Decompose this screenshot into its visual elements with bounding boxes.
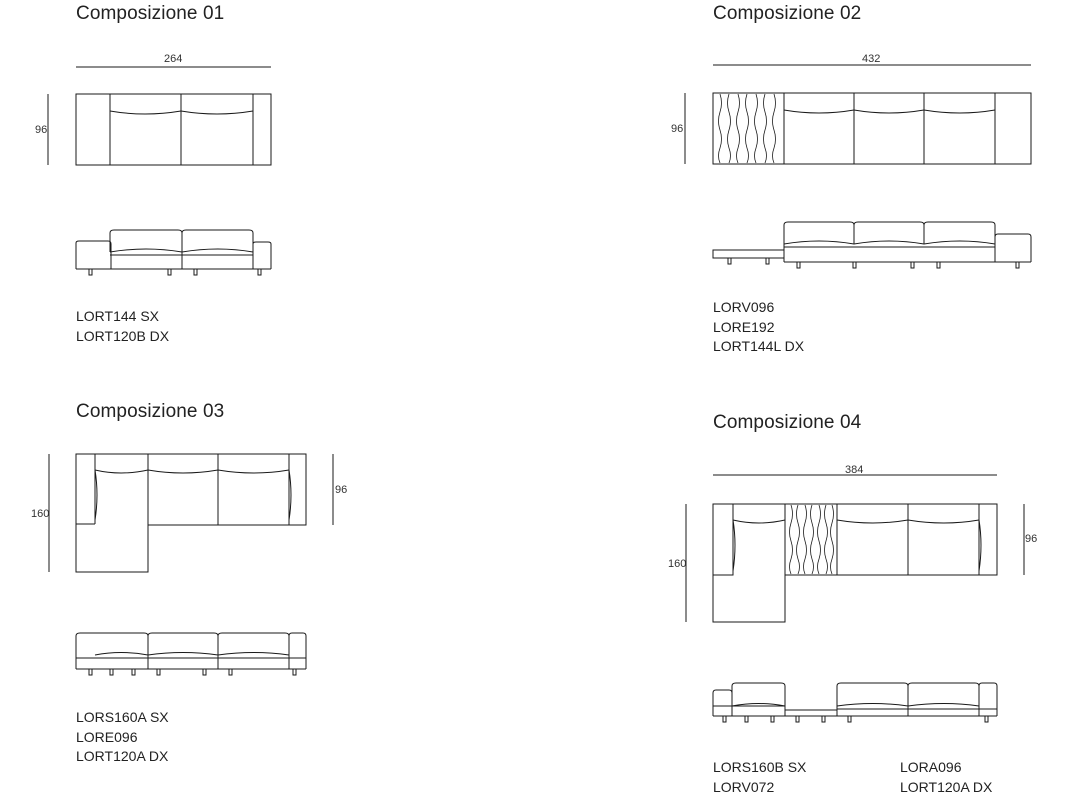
product-code: LORT120B DX xyxy=(76,327,170,344)
comp02-codes: LORV096 LORE192 LORT144L DX xyxy=(713,298,804,357)
comp02-width-label: 432 xyxy=(862,53,881,65)
product-code: LORE096 xyxy=(76,728,138,745)
comp03-depth-label: 96 xyxy=(335,484,348,496)
comp04-depth-label: 96 xyxy=(1025,533,1038,545)
comp02-depth-label: 96 xyxy=(671,123,684,135)
comp02-top-view xyxy=(685,65,1031,164)
comp01-top-view xyxy=(48,67,271,165)
product-code: LORA096 xyxy=(900,759,962,775)
comp04-width-label: 384 xyxy=(845,464,864,476)
comp03-title: Composizione 03 xyxy=(76,401,225,422)
product-code: LORT120A DX xyxy=(76,748,169,764)
comp04-front-view xyxy=(713,683,997,722)
comp02-front-view xyxy=(713,222,1031,268)
comp04-codes-right: LORA096 LORT120A DX xyxy=(900,758,992,797)
comp01-front-view xyxy=(76,230,271,275)
comp03-top-view xyxy=(49,454,333,572)
product-code: LORS160A SX xyxy=(76,709,169,725)
product-code: LORT144L DX xyxy=(713,338,805,354)
comp02-title: Composizione 02 xyxy=(713,3,862,24)
product-code: LORV096 xyxy=(713,299,775,315)
product-code: LORS160B SX xyxy=(713,759,807,775)
comp01-codes: LORT144 SX LORT120B DX xyxy=(76,307,169,346)
comp04-chaise-depth-label: 160 xyxy=(668,558,687,570)
comp03-codes: LORS160A SX LORE096 LORT120A DX xyxy=(76,708,169,767)
comp04-top-view xyxy=(686,475,1024,622)
product-code: LORE192 xyxy=(713,318,775,335)
comp03-chaise-depth-label: 160 xyxy=(31,508,50,520)
comp01-title: Composizione 01 xyxy=(76,3,225,24)
product-code: LORV072 xyxy=(713,778,775,795)
comp04-title: Composizione 04 xyxy=(713,412,862,433)
product-code: LORT144 SX xyxy=(76,308,160,324)
product-code: LORT120A DX xyxy=(900,778,993,795)
comp03-front-view xyxy=(76,633,306,675)
comp04-codes-left: LORS160B SX LORV072 xyxy=(713,758,806,797)
comp01-width-label: 264 xyxy=(164,53,183,65)
comp01-depth-label: 96 xyxy=(35,124,48,136)
